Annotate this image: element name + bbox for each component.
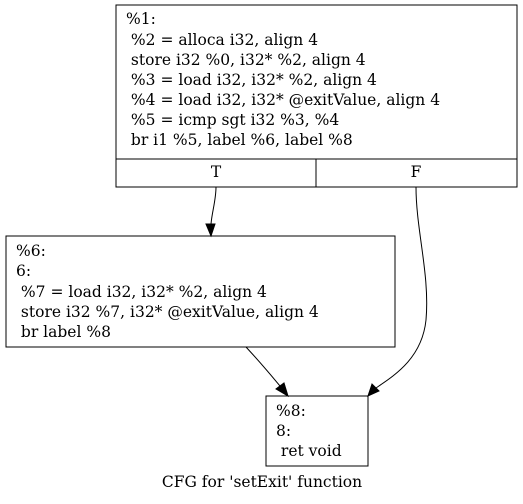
edge-then-exit-line xyxy=(245,346,281,387)
node-then-line: store i32 %7, i32* @exitValue, align 4 xyxy=(16,303,319,321)
edge-false-line xyxy=(375,186,428,389)
node-entry-line: %5 = icmp sgt i32 %3, %4 xyxy=(126,111,339,129)
port-false-label: F xyxy=(411,163,422,181)
node-then-line: %7 = load i32, i32* %2, align 4 xyxy=(16,283,267,301)
node-exit-line: ret void xyxy=(276,442,342,460)
node-then-line: %6: xyxy=(16,242,46,260)
diagram-caption: CFG for 'setExit' function xyxy=(162,473,362,491)
node-entry-line: store i32 %0, i32* %2, align 4 xyxy=(126,51,366,69)
node-entry-line: br i1 %5, label %6, label %8 xyxy=(126,131,353,149)
edge-false-arrowhead xyxy=(367,383,380,397)
edge-true-arrowhead xyxy=(205,223,216,238)
edge-then-exit xyxy=(245,346,289,398)
node-entry-line: %1: xyxy=(126,10,156,28)
node-exit[interactable]: %8: 8: ret void xyxy=(265,395,369,467)
node-exit-line: 8: xyxy=(276,422,291,440)
node-then-line: br label %8 xyxy=(16,323,111,341)
node-then-box xyxy=(5,235,396,348)
node-entry-line: %3 = load i32, i32* %2, align 4 xyxy=(126,71,377,89)
port-true-label: T xyxy=(211,163,222,181)
edge-then-exit-arrowhead xyxy=(275,382,289,398)
edge-true-line xyxy=(210,186,217,225)
edge-true xyxy=(205,186,217,238)
node-entry-line: %4 = load i32, i32* @exitValue, align 4 xyxy=(126,91,440,109)
node-then[interactable]: %6: 6: %7 = load i32, i32* %2, align 4 s… xyxy=(5,235,396,348)
edge-false xyxy=(367,186,428,397)
node-exit-box xyxy=(265,395,369,467)
node-then-line: 6: xyxy=(16,262,31,280)
node-exit-line: %8: xyxy=(276,402,306,420)
node-entry-line: %2 = alloca i32, align 4 xyxy=(126,31,318,49)
node-entry-box xyxy=(115,4,518,188)
node-entry[interactable]: %1: %2 = alloca i32, align 4 store i32 %… xyxy=(115,4,518,188)
